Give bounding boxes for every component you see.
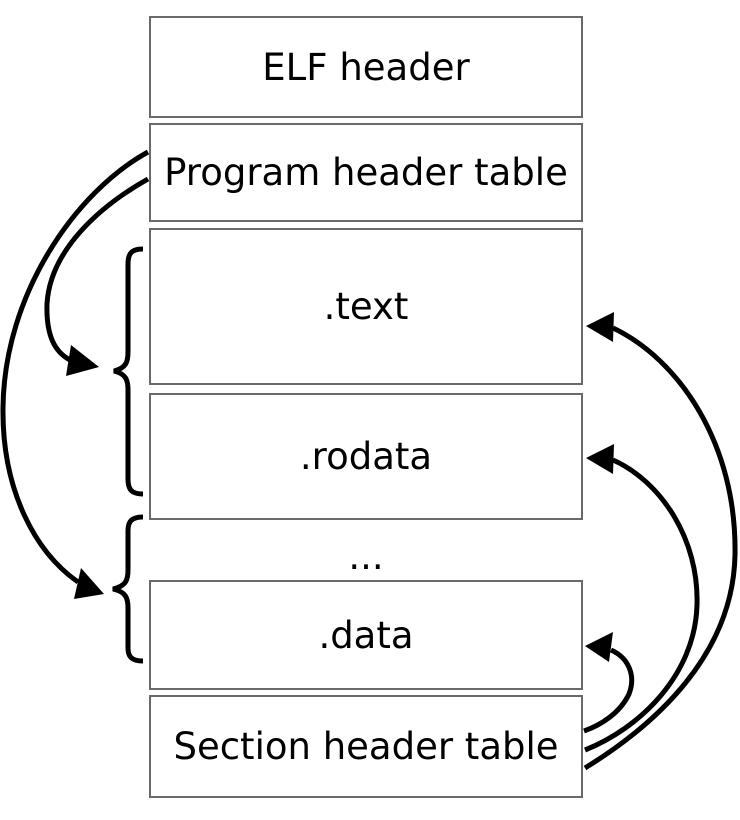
arrow-section-header-to-text-head: [586, 312, 614, 342]
arrow-program-header-to-ellipsis-data-head: [74, 568, 104, 599]
brace-text-rodata-group: [113, 246, 144, 497]
ellipsis-label: ...: [348, 534, 384, 578]
box-section-header-table-label: Section header table: [173, 725, 559, 768]
brace-ellipsis-data-group: [112, 514, 144, 664]
box-elf-header: ELF header: [149, 16, 583, 118]
box-program-header-table-label: Program header table: [164, 151, 568, 194]
box-program-header-table: Program header table: [149, 123, 583, 222]
arrow-section-header-to-data-head: [585, 632, 613, 662]
box-data-section-label: .data: [318, 613, 414, 657]
arrow-program-header-to-ellipsis-data-curve: [0, 149, 150, 585]
arrow-section-header-to-text-curve: [583, 325, 738, 771]
box-data-section: .data: [149, 580, 583, 690]
box-rodata-section-label: .rodata: [299, 435, 433, 478]
box-text-section-label: .text: [323, 285, 409, 328]
arrow-program-header-to-text-rodata-head: [66, 345, 99, 376]
arrow-section-header-to-data-curve: [583, 647, 635, 734]
arrow-program-header-to-text-rodata-curve: [44, 176, 150, 363]
box-rodata-section: .rodata: [149, 393, 583, 520]
box-elf-header-label: ELF header: [262, 45, 470, 89]
arrow-section-header-to-rodata-head: [586, 444, 614, 474]
ellipsis-sections-row: ...: [149, 520, 583, 580]
box-text-section: .text: [149, 228, 583, 385]
arrow-section-header-to-rodata-curve: [584, 457, 700, 753]
box-section-header-table: Section header table: [149, 695, 583, 798]
